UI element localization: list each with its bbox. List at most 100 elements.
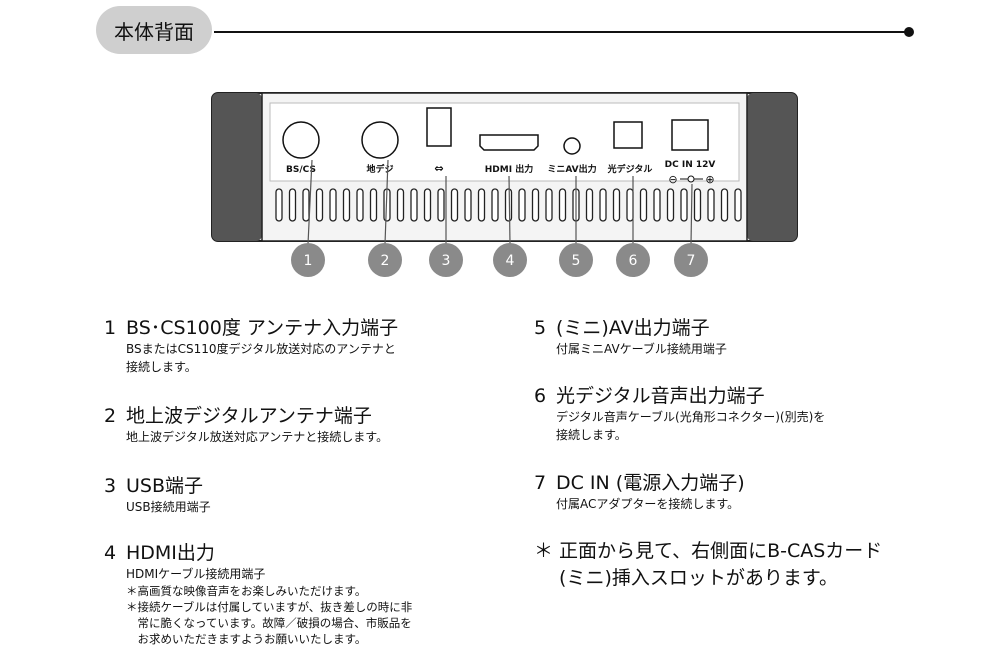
vent-slot bbox=[518, 188, 526, 222]
vent-slot bbox=[477, 188, 486, 222]
usb-port bbox=[426, 107, 452, 147]
item-number: 3 bbox=[104, 475, 117, 497]
port-label-optical: 光デジタル bbox=[607, 163, 653, 175]
vent-slot bbox=[396, 188, 405, 222]
section-divider-line bbox=[214, 31, 908, 33]
item-description: BSまたはCS110度デジタル放送対応のアンテナと 接続します。 bbox=[126, 342, 396, 374]
port-label-dc-in: DC IN 12V bbox=[665, 160, 716, 170]
item-title: USB端子 bbox=[126, 475, 204, 497]
vent-slot bbox=[734, 188, 742, 222]
item-title: 光デジタル音声出力端子 bbox=[556, 385, 765, 407]
vent-slot bbox=[653, 188, 661, 222]
vent-slot bbox=[545, 188, 553, 222]
terrestrial-port bbox=[361, 121, 399, 159]
callout-number-5: 5 bbox=[572, 253, 581, 269]
hdmi-port bbox=[479, 134, 539, 151]
vent-slot bbox=[329, 188, 337, 222]
callout-number-6: 6 bbox=[629, 253, 638, 269]
item-title: HDMI出力 bbox=[126, 542, 215, 564]
device-rear-diagram: BS/CS 地デジ ⇔ HDMI 出力 ミニAV出力 光デジタル DC IN 1… bbox=[211, 92, 798, 277]
vent-slot bbox=[558, 188, 567, 222]
item-number: 5 bbox=[534, 317, 547, 339]
vent-slot bbox=[680, 188, 688, 222]
polarity-plus-icon: ⊕ bbox=[705, 173, 714, 186]
polarity-minus-icon: ⊖ bbox=[668, 173, 677, 186]
vent-slots bbox=[275, 188, 742, 222]
callout-number-4: 4 bbox=[506, 253, 515, 269]
item-title: BS･CS100度 アンテナ入力端子 bbox=[126, 317, 399, 339]
vent-slot bbox=[531, 188, 540, 222]
item-description: HDMIケーブル接続用端子 bbox=[126, 567, 266, 581]
port-label-terrestrial: 地デジ bbox=[366, 163, 393, 175]
vent-slot bbox=[437, 188, 445, 222]
vent-slot bbox=[288, 188, 297, 222]
item-title: DC IN (電源入力端子) bbox=[556, 472, 745, 494]
vent-slot bbox=[275, 188, 283, 222]
item-number: 4 bbox=[104, 542, 117, 564]
callout-circle-6 bbox=[616, 243, 650, 277]
callout-line-7 bbox=[690, 183, 693, 245]
vent-slot bbox=[369, 188, 378, 222]
callout-number-2: 2 bbox=[381, 253, 390, 269]
callout-line-2 bbox=[384, 159, 389, 245]
vent-slot bbox=[626, 188, 634, 222]
item-number: 1 bbox=[104, 317, 117, 339]
item-description: USB接続用端子 bbox=[126, 500, 211, 514]
item-description: デジタル音声ケーブル(光角形コネクター)(別売)を 接続します。 bbox=[556, 410, 826, 442]
vent-slot bbox=[423, 188, 432, 222]
port-label-bs-cs: BS/CS bbox=[286, 165, 316, 175]
vent-slot bbox=[585, 188, 594, 222]
vent-slot bbox=[302, 188, 310, 222]
section-title: 本体背面 bbox=[114, 19, 194, 44]
b-cas-footnote: ＊ 正面から見て、右側面にB-CASカード (ミニ)挿入スロットがあります。 bbox=[534, 540, 883, 589]
vent-slot bbox=[491, 188, 499, 222]
section-title-badge: 本体背面 bbox=[96, 6, 212, 54]
mini-av-port bbox=[563, 137, 581, 155]
vent-slot bbox=[315, 188, 324, 222]
vent-slot bbox=[599, 188, 607, 222]
port-desc-7: 7 DC IN (電源入力端子) 付属ACアダプターを接続します。 bbox=[534, 471, 745, 513]
item-notes: ＊高画質な映像音声をお楽しみいただけます。 ＊接続ケーブルは付属していますが、抜… bbox=[126, 584, 413, 646]
port-desc-1: 1 BS･CS100度 アンテナ入力端子 BSまたはCS110度デジタル放送対応の… bbox=[104, 316, 398, 376]
item-description: 付属ミニAVケーブル接続用端子 bbox=[556, 342, 727, 356]
device-left-end bbox=[212, 93, 262, 241]
vent-slot bbox=[504, 188, 513, 222]
port-label-mini-av: ミニAV出力 bbox=[547, 163, 596, 175]
item-number: 2 bbox=[104, 405, 117, 427]
callout-circle-5 bbox=[559, 243, 593, 277]
optical-port bbox=[613, 121, 643, 149]
usb-icon: ⇔ bbox=[434, 162, 443, 175]
item-description: 付属ACアダプターを接続します。 bbox=[556, 497, 740, 511]
item-title: (ミニ)AV出力端子 bbox=[556, 317, 710, 339]
vent-slot bbox=[693, 188, 702, 222]
polarity-center-icon bbox=[687, 175, 695, 183]
vent-slot bbox=[356, 188, 364, 222]
vent-slot bbox=[707, 188, 715, 222]
vent-slot bbox=[464, 188, 472, 222]
callout-circle-7 bbox=[674, 243, 708, 277]
item-description: 地上波デジタル放送対応アンテナと接続します。 bbox=[126, 430, 389, 444]
section-divider-dot bbox=[904, 27, 914, 37]
callout-line-1 bbox=[307, 159, 313, 245]
port-desc-3: 3 USB端子 USB接続用端子 bbox=[104, 474, 211, 516]
callout-circle-1 bbox=[291, 243, 325, 277]
bs-cs-port bbox=[282, 121, 320, 159]
vent-slot bbox=[450, 188, 459, 222]
port-label-hdmi: HDMI 出力 bbox=[485, 163, 533, 175]
callout-circle-2 bbox=[368, 243, 402, 277]
vent-slot bbox=[666, 188, 675, 222]
callout-circle-3 bbox=[429, 243, 463, 277]
port-desc-4: 4 HDMI出力 HDMIケーブル接続用端子 ＊高画質な映像音声をお楽しみいただけ… bbox=[104, 541, 412, 647]
device-right-end bbox=[747, 93, 797, 241]
vent-slot bbox=[342, 188, 351, 222]
callout-line-4 bbox=[508, 175, 511, 245]
callout-number-3: 3 bbox=[442, 253, 451, 269]
callout-circle-4 bbox=[493, 243, 527, 277]
callout-number-1: 1 bbox=[304, 253, 313, 269]
vent-slot bbox=[612, 188, 621, 222]
dc-in-port bbox=[671, 119, 709, 151]
item-number: 7 bbox=[534, 472, 547, 494]
vent-slot bbox=[720, 188, 729, 222]
